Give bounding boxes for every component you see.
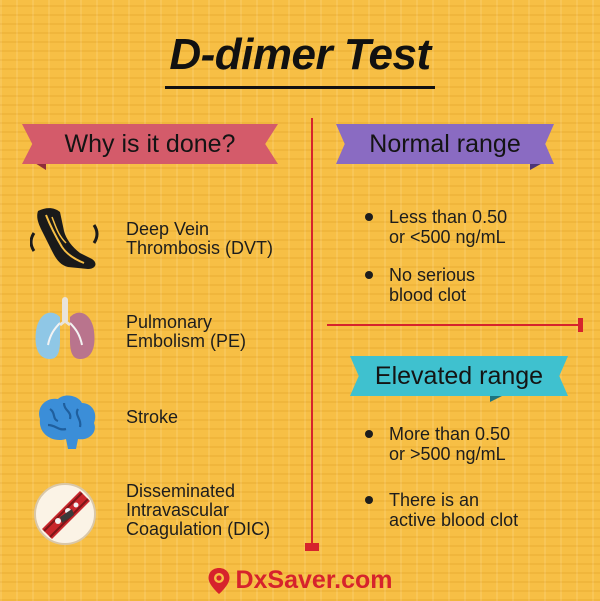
reason-item-pe: Pulmonary Embolism (PE) bbox=[126, 313, 246, 351]
elevated-banner-fold bbox=[490, 392, 510, 402]
normal-bullet-1-line1: Less than 0.50 bbox=[389, 207, 508, 227]
reason-dic-line1: Disseminated bbox=[126, 481, 236, 501]
reason-stroke-line1: Stroke bbox=[126, 407, 179, 427]
bullet-dot bbox=[365, 213, 373, 221]
brain-icon bbox=[39, 395, 96, 449]
horizontal-divider-cap bbox=[578, 318, 583, 332]
normal-bullet-2-line2: blood clot bbox=[389, 285, 467, 305]
bullet-dot bbox=[365, 271, 373, 279]
elevated-bullet-1-line1: More than 0.50 bbox=[389, 424, 511, 444]
reason-item-stroke: Stroke bbox=[126, 408, 178, 427]
why-heading: Why is it done? bbox=[64, 129, 236, 158]
elevated-bullet-2-line2: active blood clot bbox=[389, 510, 519, 530]
bullet-dot bbox=[365, 496, 373, 504]
reason-dvt-line1: Deep Vein bbox=[126, 219, 210, 239]
page-title: D-dimer Test bbox=[169, 30, 431, 79]
why-banner-fold bbox=[30, 160, 46, 170]
horizontal-divider bbox=[327, 324, 581, 326]
normal-heading: Normal range bbox=[369, 129, 521, 158]
title-underline bbox=[165, 86, 435, 89]
leg-veins-icon bbox=[30, 208, 99, 269]
reason-item-dic: Disseminated Intravascular Coagulation (… bbox=[126, 482, 270, 539]
normal-range-banner: Normal range bbox=[336, 124, 554, 164]
reason-dic-line2: Intravascular bbox=[126, 500, 230, 520]
normal-bullet-1-line2: or <500 ng/mL bbox=[389, 227, 506, 247]
normal-banner-fold bbox=[530, 160, 548, 170]
reason-dic-line3: Coagulation (DIC) bbox=[126, 519, 271, 539]
reason-pe-line1: Pulmonary bbox=[126, 312, 213, 332]
elevated-range-banner: Elevated range bbox=[350, 356, 568, 396]
reason-dvt-line2: Thrombosis (DVT) bbox=[126, 238, 274, 258]
bullet-dot bbox=[365, 430, 373, 438]
lungs-icon bbox=[35, 297, 95, 359]
location-pin-icon bbox=[208, 567, 230, 594]
blood-vessel-clot-icon bbox=[34, 483, 96, 545]
brand-name[interactable]: DxSaver.com bbox=[235, 566, 393, 594]
elevated-heading: Elevated range bbox=[374, 361, 544, 390]
footer-brand: DxSaver.com bbox=[0, 566, 600, 595]
why-banner: Why is it done? bbox=[22, 124, 278, 164]
reason-item-dvt: Deep Vein Thrombosis (DVT) bbox=[126, 220, 273, 258]
vertical-divider-cap bbox=[305, 543, 319, 551]
elevated-bullet-2-line1: There is an bbox=[389, 490, 480, 510]
normal-bullet-2-line1: No serious bbox=[389, 265, 476, 285]
elevated-bullet-1-line2: or >500 ng/mL bbox=[389, 444, 506, 464]
reason-pe-line2: Embolism (PE) bbox=[126, 331, 247, 351]
vertical-divider bbox=[311, 118, 313, 548]
